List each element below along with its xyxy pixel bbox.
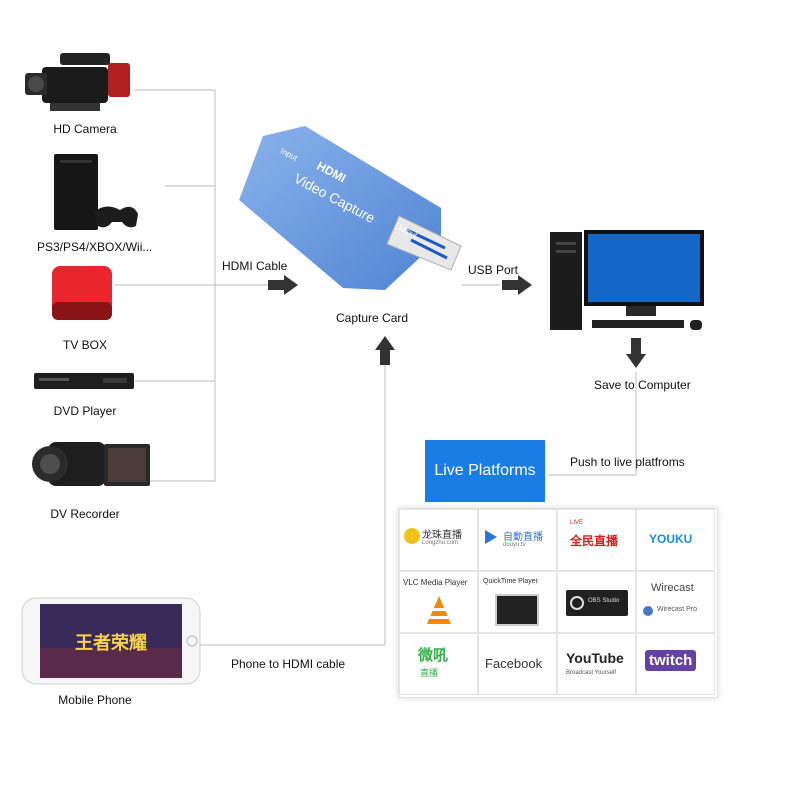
quicktime-screen-icon [495,594,539,626]
mobile-phone-label: Mobile Phone [58,693,132,707]
capture-card-icon [239,126,462,290]
wirecast-icon [643,606,653,616]
vlc-cone-icon [427,596,451,624]
mobile-phone-icon [21,597,201,685]
game-console-icon [54,154,138,230]
usb-port-label: USB Port [468,263,519,277]
dvd-player-icon [34,373,134,389]
platform-youku: YOUKU [636,509,715,571]
live-platforms-box: Live Platforms [425,440,545,502]
save-to-computer-label: Save to Computer [594,378,691,392]
platform-wirecast: Wirecast Wirecast Pro [636,571,715,633]
platform-douyu: 自動直播 douyu.tv [478,509,557,571]
dv-recorder-icon [32,442,150,486]
phone-cable-label: Phone to HDMI cable [231,657,346,671]
source-label-console: PS3/PS4/XBOX/Wii... [37,240,153,254]
source-label-dvd-player: DVD Player [53,404,117,418]
tv-box-icon [52,266,112,320]
platform-weihou: 微吼 直播 [399,633,478,695]
longzhu-icon [404,528,420,544]
platform-quicktime: QuickTime Player [478,571,557,633]
capture-card-label: Capture Card [336,311,409,325]
source-label-tv-box: TV BOX [62,338,107,352]
arrow-down-save [626,338,646,368]
platform-obs: OBS Studio [557,571,636,633]
platform-grid: 龙珠直播 Longzhu.com 自動直播 douyu.tv LIVE 全民直播… [398,508,718,698]
arrow-up-phone [375,336,395,365]
obs-icon [570,596,584,610]
platform-youtube: YouTube Broadcast Yourself [557,633,636,695]
arrow-to-pc [502,275,532,295]
platform-twitch: twitch [636,633,715,695]
platform-facebook: Facebook [478,633,557,695]
platform-longzhu: 龙珠直播 Longzhu.com [399,509,478,571]
source-label-dv-recorder: DV Recorder [50,507,120,521]
computer-icon [550,230,704,330]
platform-vlc: VLC Media Player [399,571,478,633]
hd-camera-icon [25,53,130,111]
source-label-hd-camera: HD Camera [53,122,117,136]
push-live-label: Push to live platfroms [570,455,685,469]
hdmi-cable-label: HDMI Cable [222,259,288,273]
phone-game-text: 王者荣耀 [75,633,147,653]
douyu-play-icon [485,530,497,544]
arrow-to-card [268,275,298,295]
platform-quanmin: LIVE 全民直播 [557,509,636,571]
